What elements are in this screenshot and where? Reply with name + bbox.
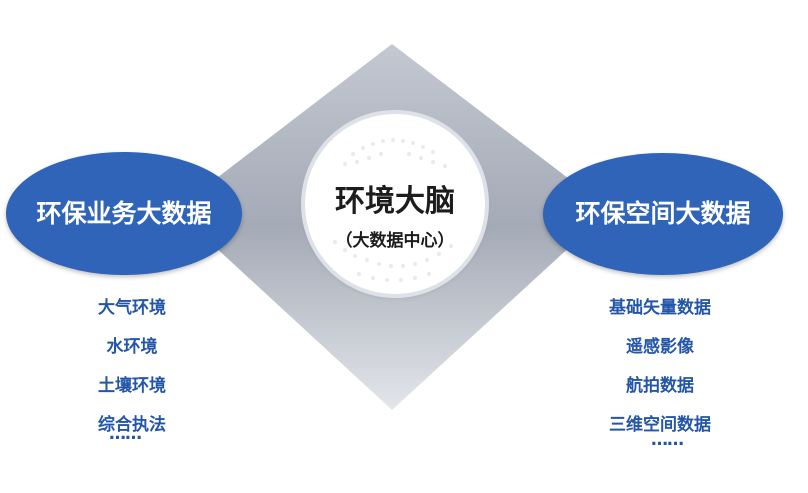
list-item: 遥感影像: [626, 337, 694, 357]
list-item: 三维空间数据: [609, 415, 711, 435]
list-item: 基础矢量数据: [609, 298, 711, 318]
big-data-center-subtitle: （大数据中心）: [335, 231, 455, 251]
spatial-data-list: 基础矢量数据 遥感影像 航拍数据 三维空间数据: [590, 293, 730, 449]
list-item: 综合执法: [98, 415, 166, 435]
list-item: 土壤环境: [98, 376, 166, 396]
business-data-ellipsis: ……: [109, 424, 142, 444]
business-big-data-label: 环保业务大数据: [36, 198, 212, 228]
globe-icon: [333, 138, 453, 282]
list-item: 航拍数据: [626, 376, 694, 396]
environment-brain-title: 环境大脑: [335, 184, 455, 219]
business-big-data-ellipse: 环保业务大数据: [6, 152, 242, 275]
spatial-data-ellipsis: ……: [651, 430, 684, 450]
spatial-big-data-ellipse: 环保空间大数据: [543, 153, 783, 275]
environment-brain-circle: 环境大脑 （大数据中心）: [305, 114, 485, 294]
list-item: 大气环境: [98, 298, 166, 318]
spatial-big-data-label: 环保空间大数据: [575, 199, 751, 229]
list-item: 水环境: [106, 337, 158, 357]
business-data-list: 大气环境 水环境 土壤环境 综合执法: [72, 293, 192, 449]
